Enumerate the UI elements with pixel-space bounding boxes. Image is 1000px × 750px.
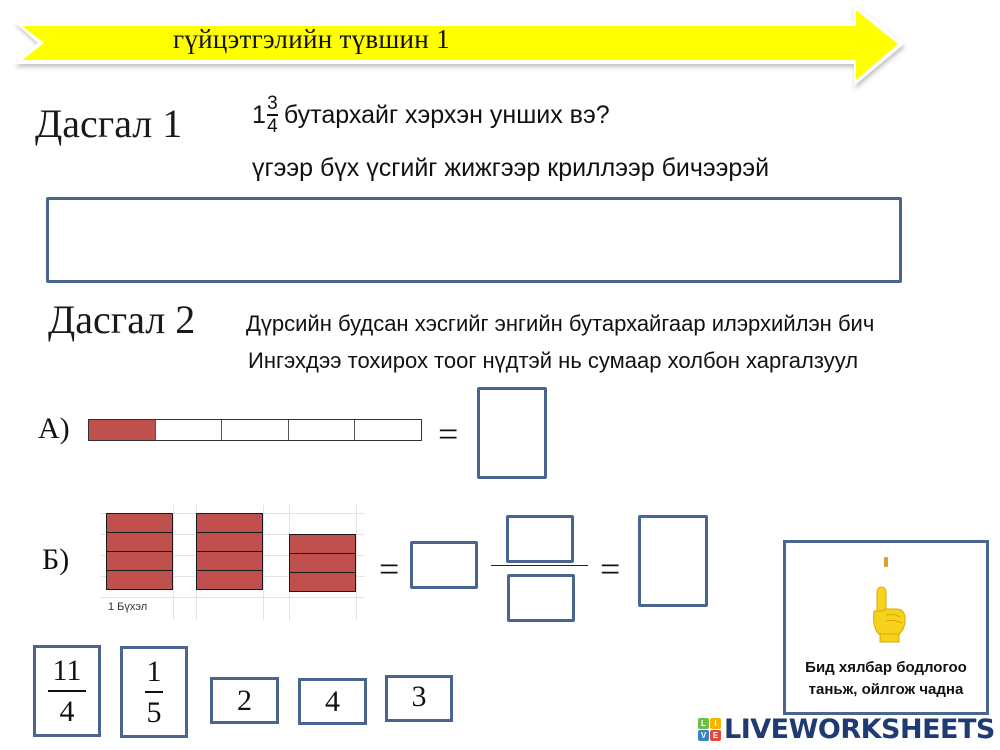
- card-numerator: 11: [52, 653, 82, 687]
- part-b-numerator-answer-box[interactable]: [506, 515, 574, 563]
- card-fraction-bar: [48, 690, 86, 692]
- exercise-2-instruction-2: Ингэхдээ тохирох тоог нүдтэй нь сумаар х…: [248, 348, 859, 373]
- level-banner: гүйцэтгэлийн түвшин 1: [8, 0, 908, 95]
- part-a-fraction-strip: [88, 419, 422, 441]
- fraction-numerator: 3: [267, 93, 278, 114]
- strip-segment: [222, 420, 289, 440]
- live-logo-icon: L I V E: [698, 717, 721, 741]
- part-b-denominator-answer-box[interactable]: [507, 574, 575, 622]
- exercise-1-instruction: үгээр бүх үсгийг жижгээр криллээр бичээр…: [252, 154, 770, 182]
- partial-bar-3: [289, 534, 356, 592]
- fraction-denominator: 4: [267, 116, 278, 137]
- answer-card-2[interactable]: 2: [210, 677, 279, 724]
- banner-title: гүйцэтгэлийн түвшин 1: [173, 24, 450, 54]
- part-b-whole-answer-box[interactable]: [410, 541, 478, 589]
- exercise-2-instruction-1: Дүрсийн будсан хэсгийг энгийн бутархайга…: [246, 311, 875, 336]
- strip-segment: [156, 420, 223, 440]
- liveworksheets-logo[interactable]: L I V E LIVEWORKSHEETS: [698, 713, 995, 745]
- hint-text-line-1: Бид хялбар бодлогоо: [805, 659, 967, 676]
- exercise-1-question: 1 3 4 бутархайг хэрхэн унших вэ?: [252, 94, 610, 136]
- question-text: бутархайг хэрхэн унших вэ?: [283, 100, 610, 129]
- card-value: 4: [325, 684, 340, 718]
- hint-text-line-2: таньж, ойлгож чадна: [808, 681, 964, 698]
- part-a-answer-box[interactable]: [477, 387, 547, 479]
- part-b-label: Б): [42, 543, 70, 576]
- pointing-hand-icon: [873, 586, 906, 643]
- strip-segment: [355, 420, 421, 440]
- part-b-fraction-grid: 1 Бүхэл: [100, 505, 365, 620]
- answer-card-3[interactable]: 3: [385, 675, 453, 722]
- card-numerator: 1: [146, 654, 162, 688]
- card-value: 2: [237, 683, 252, 717]
- card-denominator: 4: [59, 695, 75, 728]
- spark-icon: [884, 557, 888, 567]
- whole-bar-2: [196, 513, 263, 590]
- card-fraction-bar: [145, 691, 163, 693]
- mixed-number-fraction: 3 4: [266, 93, 278, 137]
- answer-card-1-5[interactable]: 1 5: [120, 646, 188, 738]
- hint-panel: Бид хялбар бодлогоо таньж, ойлгож чадна: [783, 540, 989, 715]
- exercise-1-title: Дасгал 1: [35, 101, 183, 146]
- equals-sign: =: [438, 414, 459, 454]
- arrow-banner-icon: [14, 4, 904, 86]
- fraction-line: [491, 565, 588, 566]
- card-denominator: 5: [146, 696, 162, 729]
- part-b-improper-answer-box[interactable]: [638, 515, 708, 607]
- equals-sign: =: [600, 549, 621, 589]
- mixed-number-whole: 1: [252, 100, 266, 129]
- hint-text: Бид хялбар бодлогоо таньж, ойлгож чадна: [786, 657, 986, 701]
- equals-sign: =: [379, 549, 400, 589]
- exercise-1-answer-input[interactable]: [46, 197, 902, 283]
- whole-bar-1: [106, 513, 173, 590]
- strip-segment-shaded: [89, 420, 156, 440]
- card-value: 3: [411, 680, 427, 713]
- fraction-bar: [266, 114, 278, 116]
- logo-text: LIVEWORKSHEETS: [724, 713, 995, 745]
- part-a-label: А): [38, 412, 70, 445]
- answer-card-11-4[interactable]: 11 4: [33, 645, 101, 737]
- whole-caption: 1 Бүхэл: [108, 601, 148, 613]
- answer-card-4[interactable]: 4: [298, 678, 367, 725]
- strip-segment: [289, 420, 356, 440]
- exercise-2-title: Дасгал 2: [48, 297, 196, 342]
